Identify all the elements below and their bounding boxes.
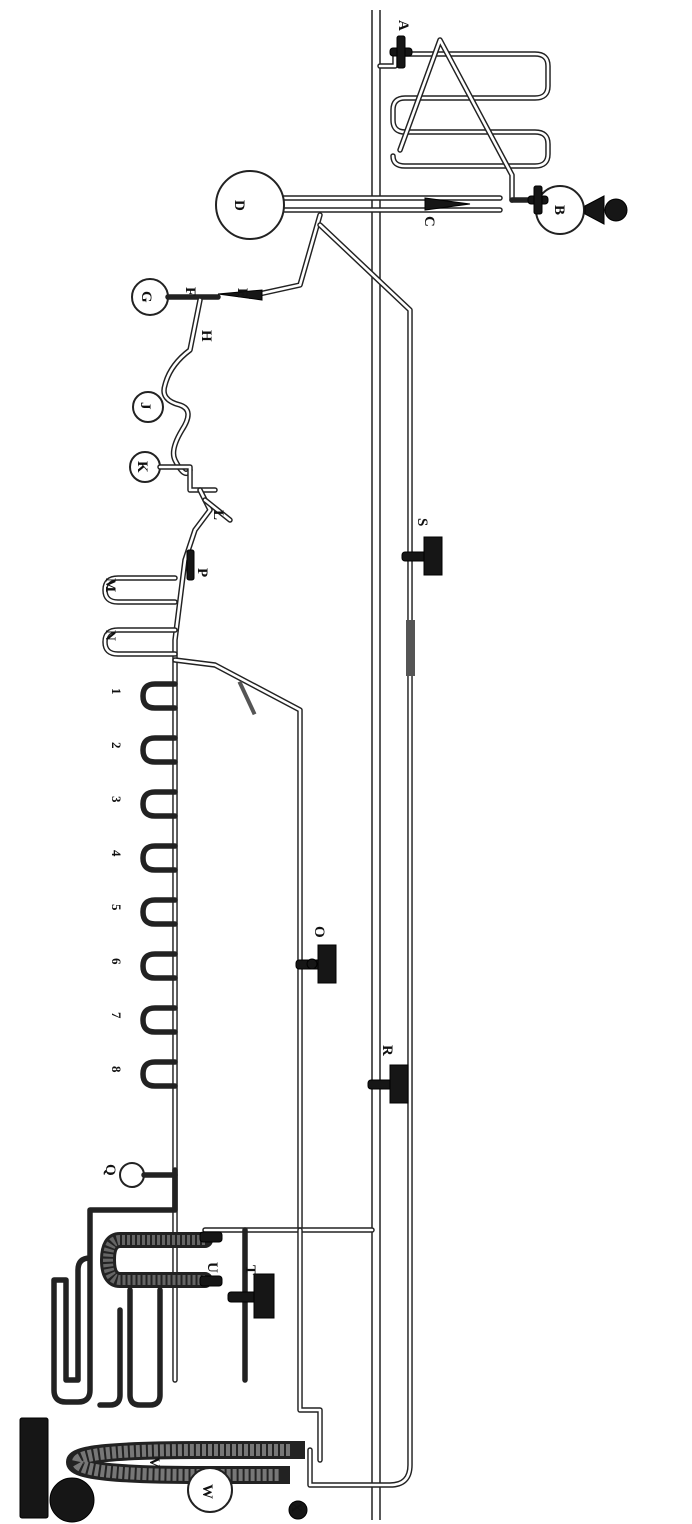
label-l: L	[210, 510, 226, 520]
hairpin-loops: M N 1 2 3 4 5 6 7 8 Q	[102, 575, 178, 1188]
branch-def: G F E	[131, 212, 413, 1488]
bulb-d-assembly: D C	[215, 170, 503, 240]
tube-o-line	[172, 657, 303, 1233]
label-d: D	[231, 200, 247, 211]
label-c: C	[421, 216, 437, 227]
label-x: X	[288, 1502, 304, 1513]
label-q: Q	[102, 1164, 118, 1176]
label-v: V	[146, 1457, 162, 1468]
label-m: M	[102, 578, 118, 592]
label-1: 1	[109, 688, 124, 695]
label-g: G	[138, 291, 154, 303]
label-j: J	[137, 402, 153, 410]
stopcock-t: T	[227, 1265, 275, 1319]
bulb-w: W	[187, 1467, 233, 1513]
stopcock-x: X	[288, 1500, 308, 1520]
label-f: F	[182, 287, 198, 296]
label-3: 3	[109, 796, 124, 803]
top-coil	[377, 37, 551, 203]
label-w: W	[199, 1484, 215, 1499]
bottom-coil	[51, 1167, 178, 1408]
label-o: O	[311, 926, 327, 938]
label-r: R	[379, 1045, 395, 1056]
label-a: A	[395, 20, 411, 31]
label-t: T	[242, 1265, 258, 1275]
bottom-left-fixtures	[19, 1417, 95, 1523]
label-h: H	[198, 330, 214, 342]
absorption-tube-v: V	[65, 1441, 305, 1484]
label-6: 6	[109, 958, 124, 965]
bulb-b-assembly: B	[509, 185, 628, 235]
stopcock-r: R	[367, 1045, 409, 1104]
label-e: E	[234, 288, 250, 298]
label-u: U	[204, 1262, 220, 1273]
label-8: 8	[109, 1066, 124, 1073]
label-p: P	[194, 568, 210, 577]
label-4: 4	[109, 850, 124, 857]
hjk-chain: H J K	[129, 297, 218, 493]
stopcock-s: S	[401, 518, 443, 676]
label-n: N	[102, 630, 118, 641]
stopcock-o: O	[295, 926, 337, 984]
main-tube	[371, 10, 381, 1520]
label-5: 5	[109, 904, 124, 911]
label-b: B	[551, 205, 567, 215]
label-k: K	[134, 461, 150, 473]
bottom-connections	[202, 1227, 375, 1463]
label-2: 2	[109, 742, 124, 749]
u-tube-u: U	[100, 1231, 223, 1288]
stopcock-a: A	[389, 20, 413, 69]
label-7: 7	[109, 1012, 124, 1019]
label-s: S	[414, 518, 430, 526]
